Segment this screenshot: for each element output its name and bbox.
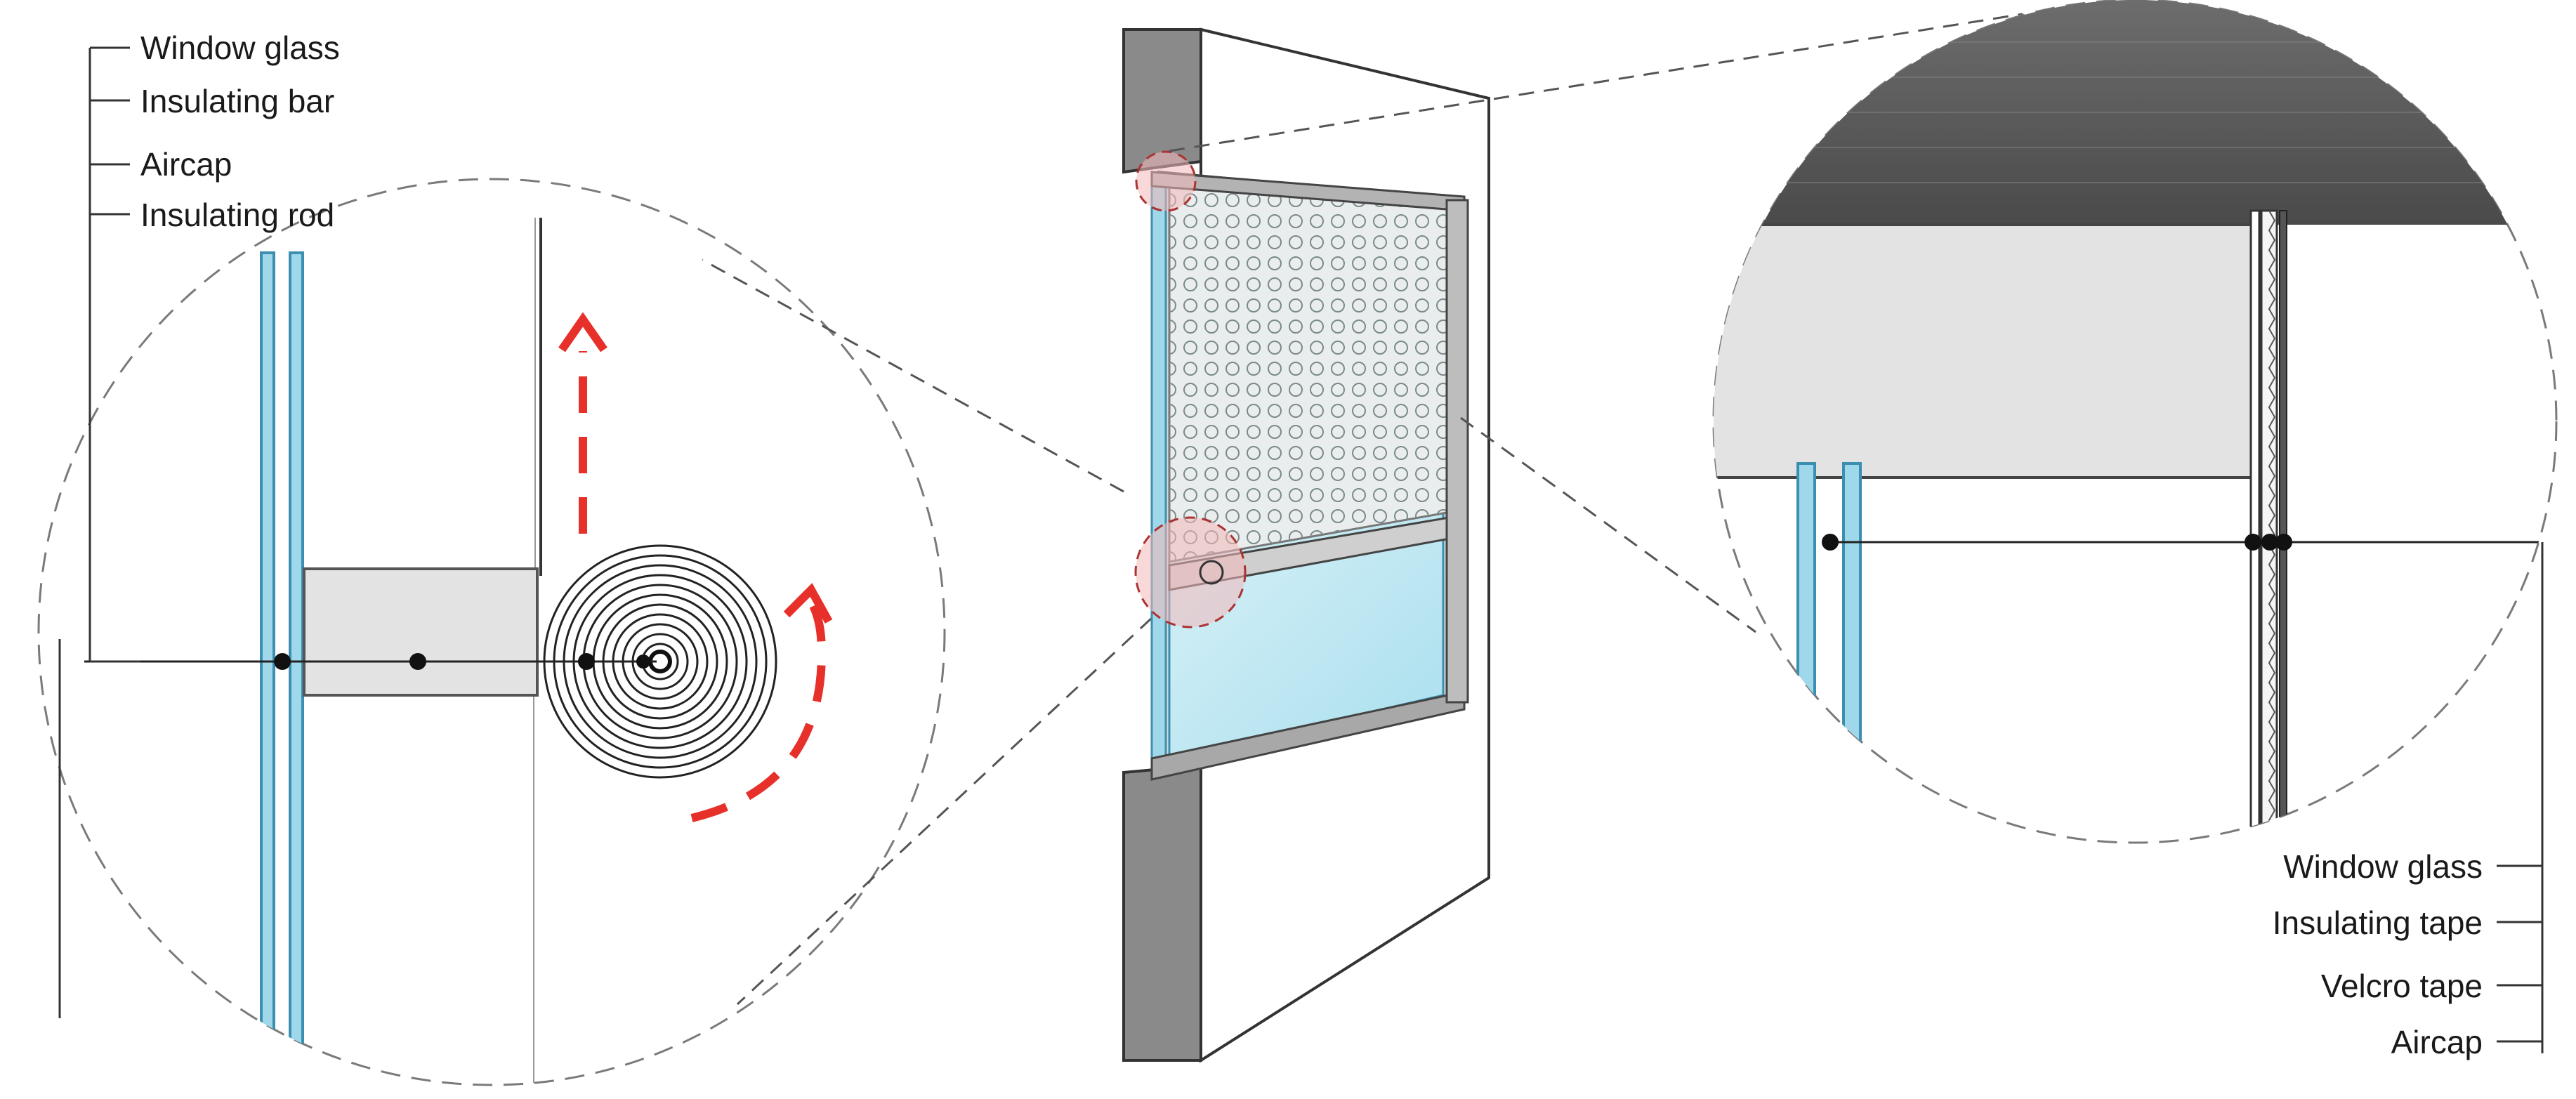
left-leader-lines [58,46,140,1018]
left-window-glass-2 [289,251,304,1085]
left-window-glass [260,251,275,1085]
left-label-window-glass: Window glass [140,29,340,66]
right-label-window-glass: Window glass [2283,848,2483,885]
right-label-aircap: Aircap [2391,1024,2483,1060]
left-label-insulating-rod: Insulating rod [140,197,334,233]
top-detail-highlight [1135,150,1197,212]
left-zoom-connectors [702,258,1153,1006]
left-insulating-bar [303,567,539,697]
right-leader-lines [2497,542,2544,1053]
right-label-velcro-tape: Velcro tape [2321,968,2483,1004]
right-detail-circle [1712,0,2558,844]
left-detail-circle [37,178,946,1086]
left-callout-labels: Window glass Insulating bar Aircap Insul… [140,29,340,233]
right-insulating-tape [2249,209,2261,843]
bottom-detail-highlight [1134,516,1247,629]
center-window-illustration [1122,27,1490,1063]
right-window-glass [1796,462,1816,843]
right-label-insulating-tape: Insulating tape [2273,904,2483,941]
rotate-arrow-icon [690,583,833,822]
right-window-glass-2 [1842,462,1862,843]
right-zoom-connectors [1169,13,2023,633]
left-label-aircap: Aircap [140,146,232,183]
left-label-insulating-bar: Insulating bar [140,83,334,119]
right-callout-labels: Window glass Insulating tape Velcro tape… [2273,848,2483,1060]
roll-up-arrow-icon [558,312,607,534]
right-window-frame [1714,223,2263,479]
right-aircap-sheet [2279,210,2287,843]
